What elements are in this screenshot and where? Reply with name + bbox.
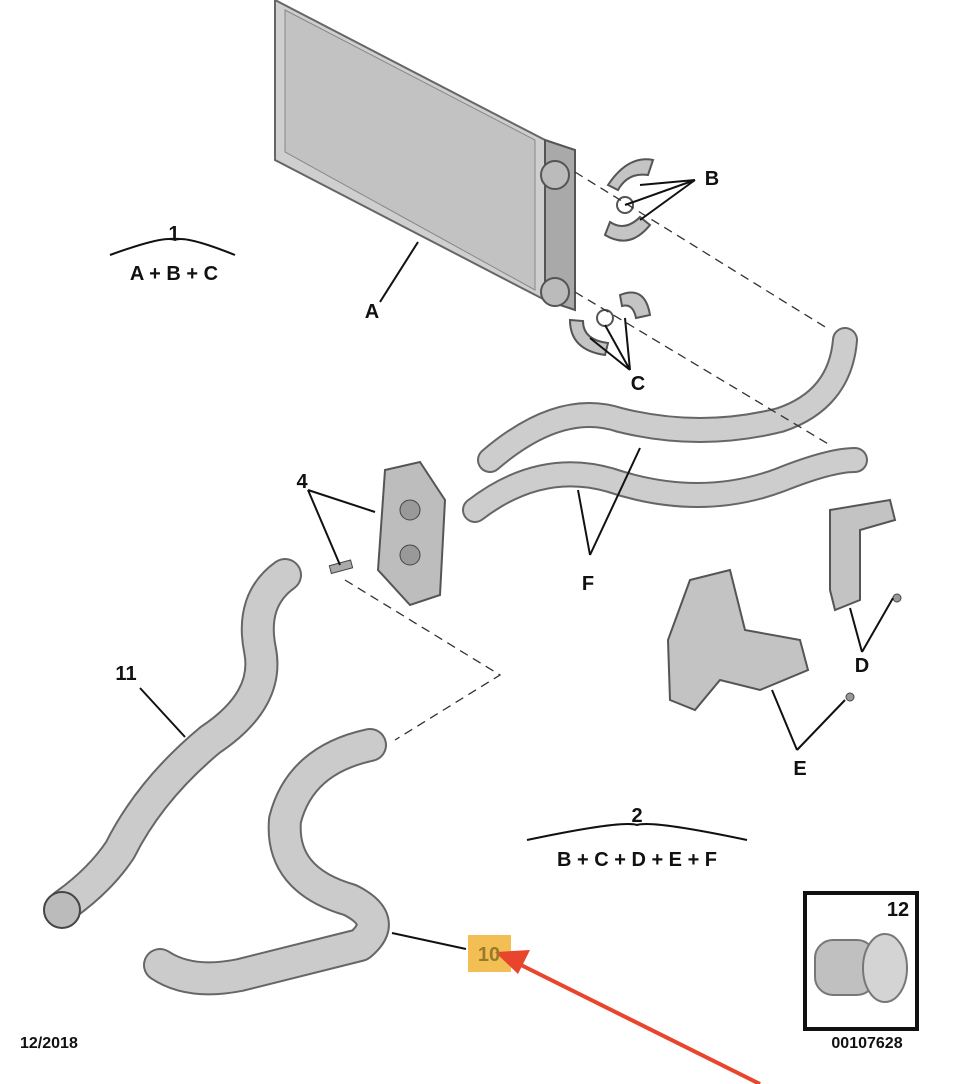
label-12: 12 [887,899,909,921]
bracket-e [666,568,855,712]
dashed-guides [344,171,831,741]
assembly-2-formula: B + C + D + E + F [557,849,717,871]
label-b: B [705,168,719,190]
bracket-d [829,498,902,612]
part-12-inset [803,891,919,1031]
reference-number: 00107628 [831,1035,902,1052]
label-e: E [793,758,806,780]
clips-b [603,158,655,242]
red-arrow-pointer [495,950,761,1084]
assembly-1-formula: A + B + C [130,263,218,285]
heater-radiator [274,0,576,312]
assembly-2-label: 2 [631,805,642,827]
label-11: 11 [115,663,136,685]
hose-10 [143,728,390,996]
clips-c [568,291,652,357]
hose-11 [43,558,302,929]
assembly-1-label: 1 [168,223,179,245]
label-a: A [365,301,379,323]
label-4: 4 [296,471,308,493]
connector-plate [328,460,447,607]
label-c: C [631,373,645,395]
label-f: F [582,573,594,595]
diagram-date: 12/2018 [20,1035,78,1052]
label-d: D [855,655,869,677]
pipes-f [462,327,868,523]
leader-lines [109,179,894,950]
label-10: 10 [478,944,500,966]
